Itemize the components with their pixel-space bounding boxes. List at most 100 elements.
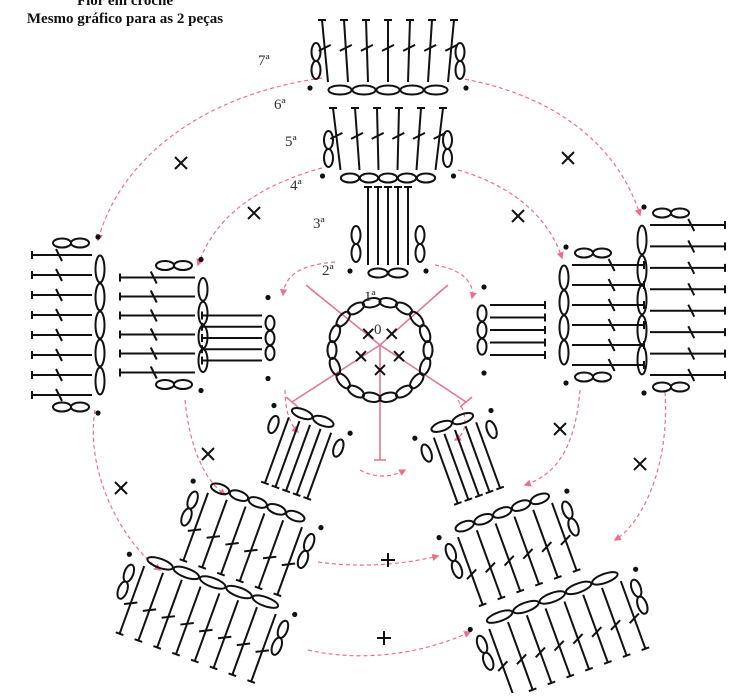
slip-stitch-dot — [265, 376, 270, 381]
slip-stitch-dot — [481, 370, 486, 375]
round-label-1: 1ª — [364, 289, 377, 305]
chain-oval — [360, 174, 378, 183]
stitch-top — [255, 587, 263, 590]
stitch — [444, 434, 468, 500]
stitch-block — [560, 244, 645, 385]
chain-oval — [635, 595, 650, 615]
round-label-6: 6ª — [274, 97, 287, 113]
cross-stitch — [363, 329, 373, 339]
slip-stitch-dot — [467, 626, 474, 633]
chain-oval — [638, 226, 647, 255]
round-label-4: 4ª — [290, 178, 303, 194]
stitch-top — [153, 646, 161, 649]
slip-stitch-dot — [347, 268, 352, 273]
stitch-tick — [628, 613, 641, 623]
slip-stitch-dot — [307, 85, 312, 90]
chain-oval — [122, 563, 137, 583]
chain-oval — [653, 383, 671, 392]
chain-oval — [379, 174, 397, 183]
stitch-block — [164, 474, 326, 602]
stitch-tick — [515, 654, 528, 664]
stitch-tick — [552, 641, 565, 651]
stitch-top — [623, 654, 631, 657]
stitch-tick — [496, 661, 509, 671]
stitch-top — [529, 688, 537, 691]
stitch-tick — [218, 633, 231, 643]
chain-oval — [302, 532, 317, 552]
stitch — [286, 425, 310, 491]
stitch-top — [293, 493, 301, 496]
stitch-top — [191, 660, 199, 663]
join-arrow — [458, 170, 562, 258]
chain-oval — [560, 266, 569, 290]
chain-oval — [485, 608, 513, 626]
stitch — [297, 429, 321, 495]
chain-oval — [174, 261, 192, 270]
stitch-top — [548, 682, 556, 685]
chain-oval — [456, 43, 465, 61]
chain-oval — [638, 286, 647, 315]
chain-oval — [146, 555, 174, 573]
join-arrow — [198, 168, 322, 265]
stitch-top — [229, 673, 237, 676]
stitch-top — [535, 583, 543, 586]
slip-stitch-dot — [564, 488, 571, 495]
chain-oval — [334, 309, 352, 329]
stitch-top — [585, 668, 593, 671]
slip-stitch-dot — [198, 388, 203, 393]
chain-oval — [115, 580, 130, 600]
stitch — [434, 438, 458, 504]
chain-oval — [388, 269, 407, 278]
chain-oval — [629, 578, 644, 598]
chain-oval — [199, 278, 208, 301]
stitch-block — [202, 295, 275, 381]
stitch-top — [198, 566, 206, 569]
chain-oval — [400, 86, 423, 95]
chain-oval — [71, 403, 89, 412]
chain-oval — [475, 634, 490, 654]
stitch-top — [274, 593, 282, 596]
stitch-top — [217, 573, 225, 576]
stitch — [232, 607, 257, 675]
cross-mark — [634, 458, 646, 470]
stitch-tick — [188, 525, 201, 535]
slip-stitch-dot — [265, 295, 270, 300]
stitch-top — [135, 639, 143, 642]
chain-oval — [379, 297, 398, 309]
stitch — [322, 20, 328, 82]
stitch-top — [475, 494, 483, 497]
stitch — [259, 520, 284, 588]
chain-oval — [560, 291, 569, 315]
chain-oval — [560, 341, 569, 365]
stitch-tick — [263, 553, 276, 563]
stitch — [398, 108, 400, 170]
join-arrow — [318, 556, 438, 565]
chain-oval — [296, 549, 311, 569]
chain-oval — [566, 517, 581, 537]
chain-oval — [96, 368, 105, 395]
chain-oval — [324, 149, 333, 167]
stitch — [333, 108, 341, 170]
plus-mark — [377, 631, 391, 645]
slip-stitch-dot — [95, 234, 100, 239]
chain-oval — [450, 559, 465, 579]
slip-stitch-dot — [423, 268, 428, 273]
chain-oval — [96, 256, 105, 283]
stitch — [546, 608, 571, 676]
stitch-top — [496, 487, 504, 490]
chain-oval — [443, 131, 452, 149]
slip-stitch-dot — [198, 257, 203, 262]
stitch — [377, 108, 379, 170]
chain-oval — [408, 371, 426, 391]
join-arrow — [435, 265, 473, 298]
slip-stitch-dot — [95, 410, 100, 415]
chain-oval — [575, 249, 593, 258]
stitch — [508, 622, 533, 690]
chain-oval — [418, 324, 433, 344]
stitch — [527, 615, 552, 683]
stitch-top — [116, 632, 124, 635]
chain-oval — [473, 512, 494, 527]
chain-oval — [653, 209, 671, 218]
chain-oval — [53, 239, 71, 248]
